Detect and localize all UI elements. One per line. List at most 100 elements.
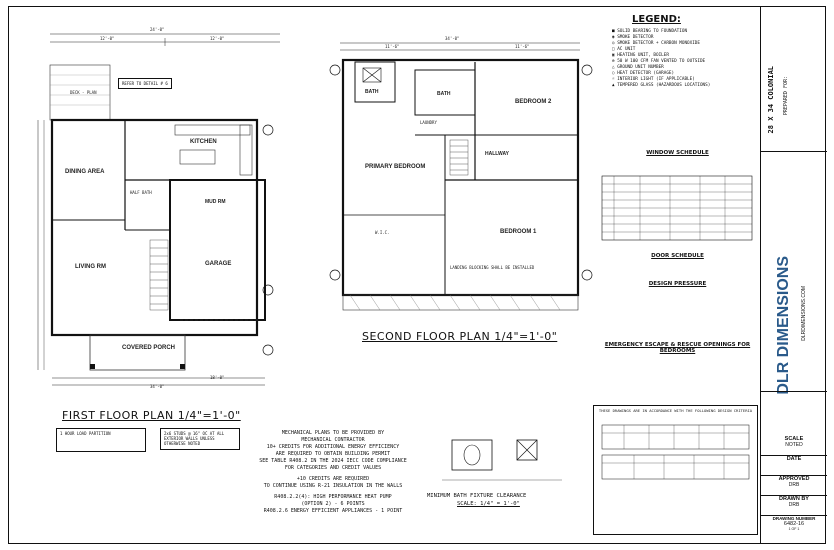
drawing-sheet xyxy=(8,6,826,544)
mech-line-2: MECHANICAL CONTRACTOR xyxy=(301,437,365,443)
sf-room-wic: W.I.C. xyxy=(375,230,390,235)
mech-line-13: R408.2.6 ENERGY EFFICIENT APPLIANCES - 1… xyxy=(263,508,403,514)
ff-room-garage: GARAGE xyxy=(205,261,232,267)
first-floor-drawing xyxy=(37,33,280,386)
scale-value: NOTED xyxy=(785,442,803,448)
heating-unit-icon: ▣ xyxy=(612,53,618,58)
heat-detector-icon: ○ xyxy=(612,71,618,76)
bath-clearance-detail: MINIMUM BATH FIXTURE CLEARANCE SCALE: 1/… xyxy=(427,435,572,515)
legend-item-ground: △ GROUND UNIT NUMBER xyxy=(612,65,664,70)
ff-deck-label: DECK - PLAN xyxy=(70,90,97,95)
bath-clearance-title: MINIMUM BATH FIXTURE CLEARANCE xyxy=(427,493,527,499)
second-floor-title: SECOND FLOOR PLAN 1/4"=1'-0" xyxy=(362,330,558,343)
legend-item-smoke: ◉ SMOKE DETECTOR xyxy=(612,35,654,40)
ground-unit-icon: △ xyxy=(612,65,618,70)
scale-label: SCALE xyxy=(784,436,804,442)
company-logo: DLR DIMENSIONS xyxy=(775,256,792,395)
mech-line-4: ARE REQUIRED TO OBTAIN BUILDING PERMIT xyxy=(275,451,391,457)
legend-title: LEGEND: xyxy=(632,14,681,25)
date-cell: DATE xyxy=(761,456,827,476)
ff-dim-bottom-overall: 34'-0" xyxy=(150,384,165,389)
legend: LEGEND: ■ SOLID BEARING TO FOUNDATION ◉ … xyxy=(612,14,760,89)
sf-dim-right: 11'-6" xyxy=(515,44,530,49)
sf-dim-left: 11'-6" xyxy=(385,44,400,49)
ff-room-halfbath: HALF BATH xyxy=(130,190,152,195)
title-block-divider-1 xyxy=(761,151,827,152)
sf-room-hallway: HALLWAY xyxy=(485,151,509,157)
approved-cell: APPROVED DRB xyxy=(761,476,827,496)
tempered-glass-icon: ▲ xyxy=(612,83,618,88)
egress-title: EMERGENCY ESCAPE & RESCUE OPENINGS FOR B… xyxy=(604,342,751,354)
legend-item-bearing: ■ SOLID BEARING TO FOUNDATION xyxy=(612,29,688,34)
code-criteria-table xyxy=(601,424,750,480)
ff-room-porch: COVERED PORCH xyxy=(122,345,176,351)
sf-room-laundry: LAUNDRY xyxy=(420,120,437,125)
title-block-divider-2 xyxy=(761,391,827,392)
window-schedule-title: WINDOW SCHEDULE xyxy=(646,150,709,156)
ff-exterior-walls-note: 2x6 STUDS @ 16" OC AT ALL EXTERIOR WALLS… xyxy=(160,428,240,450)
mech-line-9: TO CONTINUE USING R-21 INSULATION IN THE… xyxy=(263,483,403,489)
first-floor-plan: 24'-0" 12'-0" 12'-0" DECK - PLAN DINING … xyxy=(30,27,290,390)
legend-item-light: ☼ INTERIOR LIGHT (IF APPLICABLE) xyxy=(612,77,695,82)
door-schedule-title: DOOR SCHEDULE xyxy=(651,253,704,259)
approved-value: DRB xyxy=(788,482,800,488)
ff-dim-top-left: 12'-0" xyxy=(100,36,115,41)
drawn-value: DRB xyxy=(788,502,800,508)
date-label: DATE xyxy=(786,456,802,462)
approved-label: APPROVED xyxy=(778,476,810,482)
company-website: DLRDIMENSIONS.COM xyxy=(801,286,807,341)
sf-room-primary: PRIMARY BEDROOM xyxy=(365,164,426,170)
legend-item-heating: ▣ HEATING UNIT, BOILER xyxy=(612,53,669,58)
ff-dim-bottom-garage: 18'-0" xyxy=(210,375,225,380)
ff-dim-top-right: 12'-0" xyxy=(210,36,225,41)
ff-load-partition-note: 1 HOUR LOAD PARTITION xyxy=(56,428,146,452)
project-name: 28 X 34 COLONIAL xyxy=(767,66,775,134)
title-block: 28 X 34 COLONIAL PREPARED FOR: DLR DIMEN… xyxy=(760,6,827,544)
sheet-number: 1 OF 1 xyxy=(788,527,800,531)
prepared-for: PREPARED FOR: xyxy=(783,76,789,116)
ff-refer-detail: REFER TO DETAIL # 6 xyxy=(118,78,172,89)
drawn-label: DRAWN BY xyxy=(779,496,809,502)
drawing-number-cell: DRAWING NUMBER 6482-16 1 OF 1 xyxy=(761,516,827,544)
second-floor-drawing xyxy=(329,42,593,311)
sf-room-bedroom-2: BEDROOM 2 xyxy=(515,99,552,105)
sf-dim-overall: 34'-0" xyxy=(445,36,460,41)
ff-room-dining: DINING AREA xyxy=(65,169,105,175)
ff-room-living: LIVING RM xyxy=(75,264,106,270)
mech-line-8: +10 CREDITS ARE REQUIRED xyxy=(296,476,370,482)
mech-line-12: (OPTION 2) - 6 POINTS xyxy=(301,501,365,507)
legend-item-tempered: ▲ TEMPERED GLASS (HAZARDOUS LOCATIONS) xyxy=(612,83,711,88)
design-pressure-title: DESIGN PRESSURE xyxy=(648,281,707,287)
second-floor-plan: 34'-0" 11'-6" 11'-6" BATH BATH BEDROOM 2… xyxy=(325,36,595,320)
code-criteria-box: THESE DRAWINGS ARE IN ACCORDANCE WITH TH… xyxy=(593,405,758,535)
drawing-number-label: DRAWING NUMBER xyxy=(772,516,816,521)
bath-clearance-drawing xyxy=(442,439,562,481)
ff-room-mud: MUD RM xyxy=(205,199,226,205)
scale-cell: SCALE NOTED xyxy=(761,436,827,456)
mechanical-notes: MECHANICAL PLANS TO BE PROVIDED BY MECHA… xyxy=(233,430,433,515)
mech-line-1: MECHANICAL PLANS TO BE PROVIDED BY xyxy=(281,430,385,436)
sf-room-bath-1: BATH xyxy=(365,89,379,95)
mech-line-6: FOR CATEGORIES AND CREDIT VALUES xyxy=(284,465,382,471)
mech-line-3: 10+ CREDITS FOR ADDITIONAL ENERGY EFFICI… xyxy=(266,444,400,450)
window-schedule-table xyxy=(601,175,753,241)
drawn-cell: DRAWN BY DRB xyxy=(761,496,827,516)
ff-dim-top-overall: 24'-0" xyxy=(150,27,165,32)
legend-item-heat: ○ HEAT DETECTOR (GARAGE) xyxy=(612,71,675,76)
fan-icon: ⊗ xyxy=(612,59,618,64)
first-floor-title: FIRST FLOOR PLAN 1/4"=1'-0" xyxy=(62,409,241,422)
bath-clearance-scale: SCALE: 1/4" = 1'-0" xyxy=(457,501,520,507)
ff-room-kitchen: KITCHEN xyxy=(190,139,217,145)
legend-item-fan: ⊗ 50 W 100 CFM FAN VENTED TO OUTSIDE xyxy=(612,59,706,64)
legend-item-ac: □ AC UNIT xyxy=(612,47,636,52)
mech-line-11: R408.2.2(4): HIGH PERFORMANCE HEAT PUMP xyxy=(274,494,392,500)
schedules: WINDOW SCHEDULE DOOR SCHEDULE DESIGN PRE… xyxy=(600,150,755,325)
sf-room-bedroom-1: BEDROOM 1 xyxy=(500,229,537,235)
bearing-icon: ■ xyxy=(612,29,618,34)
sf-landing-note: LANDING BLOCKING SHALL BE INSTALLED xyxy=(450,265,535,270)
drawing-number-value: 6482-16 xyxy=(783,521,805,527)
mech-line-5: SEE TABLE R408.2 IN THE 2024 IECC CODE C… xyxy=(259,458,407,464)
light-icon: ☼ xyxy=(612,77,618,82)
smoke-co-icon: ◎ xyxy=(612,41,618,46)
code-criteria-title: THESE DRAWINGS ARE IN ACCORDANCE WITH TH… xyxy=(598,408,753,413)
